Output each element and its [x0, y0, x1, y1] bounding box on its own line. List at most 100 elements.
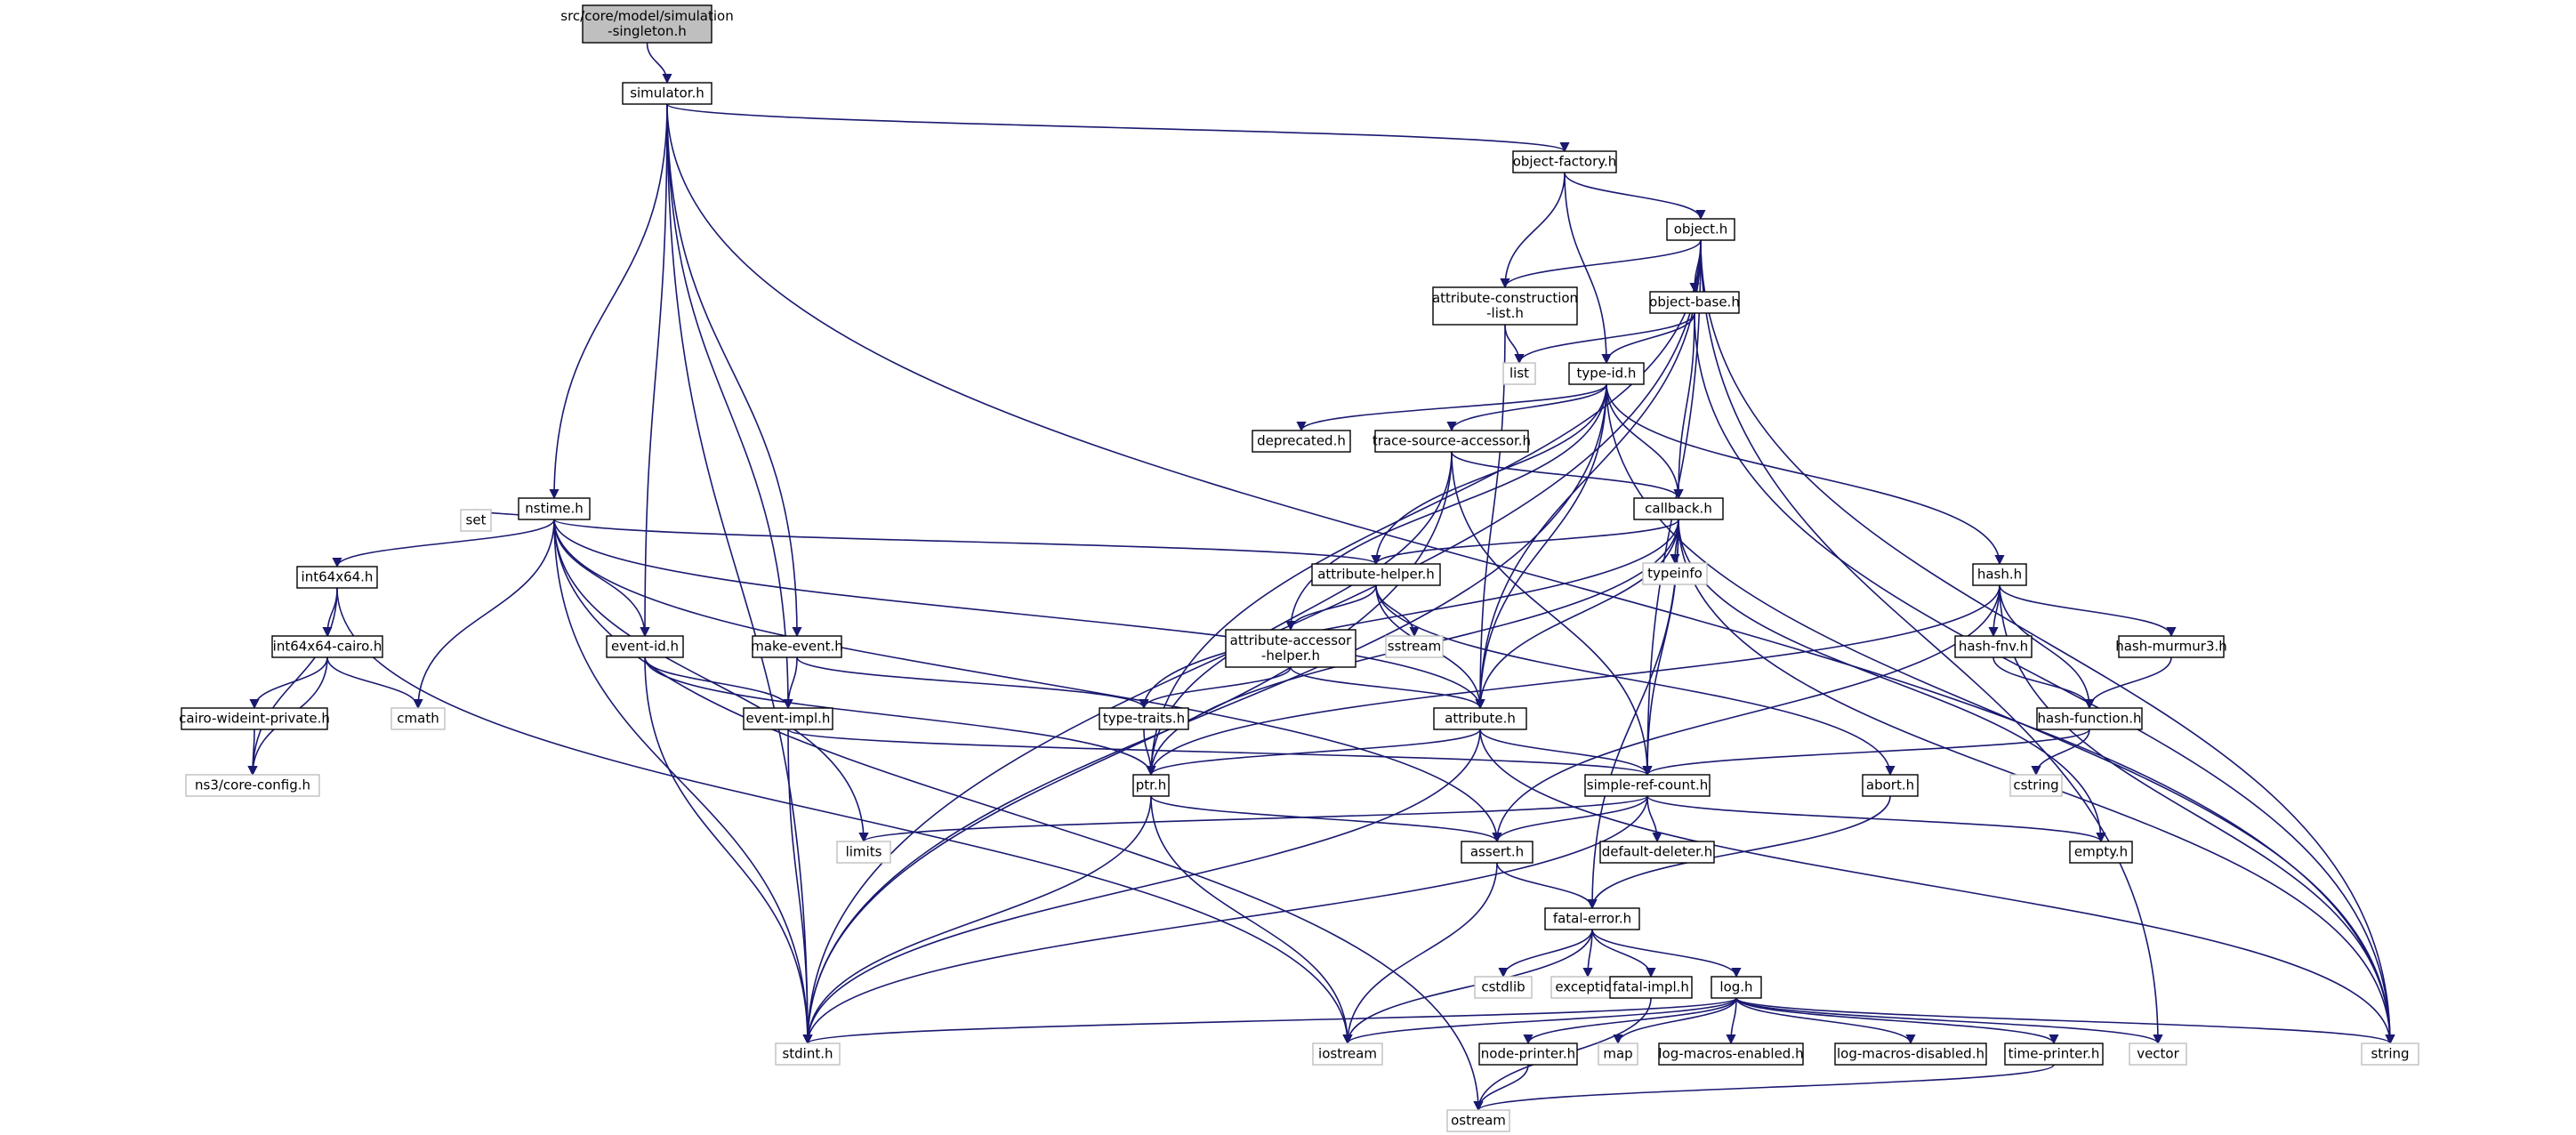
node-simulator[interactable]: simulator.h — [622, 82, 712, 105]
node-event-impl[interactable]: event-impl.h — [743, 707, 833, 730]
edge-log-to-log-disabled — [1735, 997, 1916, 1045]
edge-callback-to-fatal-error — [1587, 519, 1679, 910]
node-event-id[interactable]: event-id.h — [606, 635, 684, 658]
node-deprecated[interactable]: deprecated.h — [1252, 430, 1351, 453]
node-fatal-impl[interactable]: fatal-impl.h — [1609, 976, 1693, 999]
node-log[interactable]: log.h — [1711, 976, 1762, 999]
edge-simulator-to-nstime — [549, 103, 668, 500]
edge-object-to-attribute — [1475, 239, 1702, 710]
edge-attr-helper-to-sstream — [1375, 584, 1420, 638]
node-object[interactable]: object.h — [1666, 218, 1735, 241]
edge-int64x64-cairo-to-cmath — [326, 656, 423, 710]
node-root[interactable]: src/core/model/simulation-singleton.h — [560, 4, 734, 44]
node-hash-function[interactable]: hash-function.h — [2036, 707, 2143, 730]
node-label: log-macros-enabled.h — [1658, 1046, 1803, 1062]
node-label: limits — [846, 844, 882, 860]
node-attr-helper[interactable]: attribute-helper.h — [1311, 563, 1441, 586]
node-node-printer[interactable]: node-printer.h — [1478, 1042, 1578, 1066]
edge-simple-ref-to-default-deleter — [1646, 795, 1662, 843]
node-box — [518, 497, 591, 520]
node-attribute[interactable]: attribute.h — [1433, 707, 1527, 730]
node-box — [1954, 635, 2033, 658]
node-box — [1474, 976, 1533, 999]
node-object-base[interactable]: object-base.h — [1649, 291, 1740, 314]
node-box — [2009, 774, 2063, 797]
node-label: -helper.h — [1261, 648, 1320, 664]
node-map: map — [1598, 1042, 1638, 1066]
edge-fatal-error-to-log — [1591, 929, 1742, 978]
node-label: string — [2371, 1046, 2409, 1062]
node-time-printer[interactable]: time-printer.h — [2004, 1042, 2104, 1066]
edge-fatal-error-to-cstdlib — [1498, 929, 1593, 978]
node-label: event-id.h — [611, 639, 679, 655]
header-nodes: src/core/model/simulation-singleton.h sim… — [179, 4, 2419, 1132]
node-label: nstime.h — [525, 501, 584, 517]
edge-log-to-time-printer — [1735, 997, 2059, 1045]
node-box — [1568, 362, 1645, 385]
node-type-traits[interactable]: type-traits.h — [1099, 707, 1189, 730]
node-label: vector — [2137, 1046, 2179, 1062]
node-box — [622, 82, 712, 105]
node-label: src/core/model/simulation — [560, 8, 733, 24]
node-hash[interactable]: hash.h — [1972, 563, 2027, 586]
node-make-event[interactable]: make-event.h — [751, 635, 843, 658]
node-attr-accessor[interactable]: attribute-accessor-helper.h — [1225, 629, 1356, 668]
node-callback[interactable]: callback.h — [1633, 497, 1724, 520]
node-ptr[interactable]: ptr.h — [1132, 774, 1170, 797]
edge-ptr-to-iostream — [1150, 795, 1353, 1045]
node-hash-murmur[interactable]: hash-murmur3.h — [2115, 635, 2227, 658]
node-log-disabled[interactable]: log-macros-disabled.h — [1834, 1042, 1987, 1066]
node-box — [1385, 635, 1444, 658]
edge-log-to-vector — [1735, 997, 2163, 1045]
node-box — [2118, 635, 2225, 658]
node-label: event-impl.h — [746, 711, 831, 727]
edge-simple-ref-to-limits — [858, 795, 1648, 843]
node-assert[interactable]: assert.h — [1461, 841, 1534, 864]
node-label: hash-murmur3.h — [2115, 639, 2227, 655]
edge-object-to-attr-construction — [1500, 239, 1702, 289]
node-box — [1311, 563, 1441, 586]
edge-attribute-to-simple-ref — [1479, 728, 1653, 777]
node-simple-ref[interactable]: simple-ref-count.h — [1584, 774, 1711, 797]
node-box — [1502, 362, 1536, 385]
node-empty[interactable]: empty.h — [2069, 841, 2133, 864]
edge-attr-helper-to-abort — [1375, 584, 1896, 777]
node-label: callback.h — [1645, 501, 1712, 517]
node-attr-construction[interactable]: attribute-construction-list.h — [1432, 286, 1578, 326]
node-abort[interactable]: abort.h — [1862, 774, 1919, 797]
edge-simple-ref-to-stdint — [802, 795, 1648, 1045]
node-nstime[interactable]: nstime.h — [518, 497, 591, 520]
edge-object-base-to-list — [1514, 312, 1695, 365]
edge-type-id-to-deprecated — [1296, 383, 1607, 432]
edge-simulator-to-stdint — [666, 103, 813, 1045]
node-box — [1225, 629, 1356, 668]
node-box — [2069, 841, 2133, 864]
node-box — [1649, 291, 1740, 314]
edge-type-id-to-trace-source — [1446, 383, 1607, 432]
node-fatal-error[interactable]: fatal-error.h — [1544, 907, 1640, 930]
edge-fatal-error-to-fatal-impl — [1591, 929, 1656, 978]
node-cstdlib: cstdlib — [1474, 976, 1533, 999]
node-log-enabled[interactable]: log-macros-enabled.h — [1658, 1042, 1804, 1066]
edge-int64x64-cairo-to-cairo-wideint — [249, 656, 328, 710]
node-int64x64-cairo[interactable]: int64x64-cairo.h — [271, 635, 383, 658]
edge-log-to-node-printer — [1523, 997, 1737, 1045]
node-label: fatal-impl.h — [1613, 979, 1689, 995]
node-label: abort.h — [1866, 777, 1914, 793]
node-hash-fnv[interactable]: hash-fnv.h — [1954, 635, 2033, 658]
edge-attr-helper-to-attr-accessor — [1285, 584, 1377, 632]
node-label: simple-ref-count.h — [1587, 777, 1708, 793]
edge-nstime-to-event-id — [553, 519, 650, 638]
node-trace-source[interactable]: trace-source-accessor.h — [1373, 430, 1531, 453]
edge-type-id-to-attr-accessor — [1285, 383, 1607, 632]
node-label: log-macros-disabled.h — [1837, 1046, 1984, 1062]
node-box — [1711, 976, 1762, 999]
node-default-deleter[interactable]: default-deleter.h — [1599, 841, 1715, 864]
node-cairo-wideint[interactable]: cairo-wideint-private.h — [179, 707, 330, 730]
edge-simple-ref-to-assert — [1492, 795, 1648, 843]
edge-callback-to-attr-helper — [1371, 519, 1679, 566]
node-iostream: iostream — [1312, 1042, 1383, 1066]
node-int64x64[interactable]: int64x64.h — [296, 566, 378, 589]
node-type-id[interactable]: type-id.h — [1568, 362, 1645, 385]
node-object-factory[interactable]: object-factory.h — [1512, 150, 1617, 173]
